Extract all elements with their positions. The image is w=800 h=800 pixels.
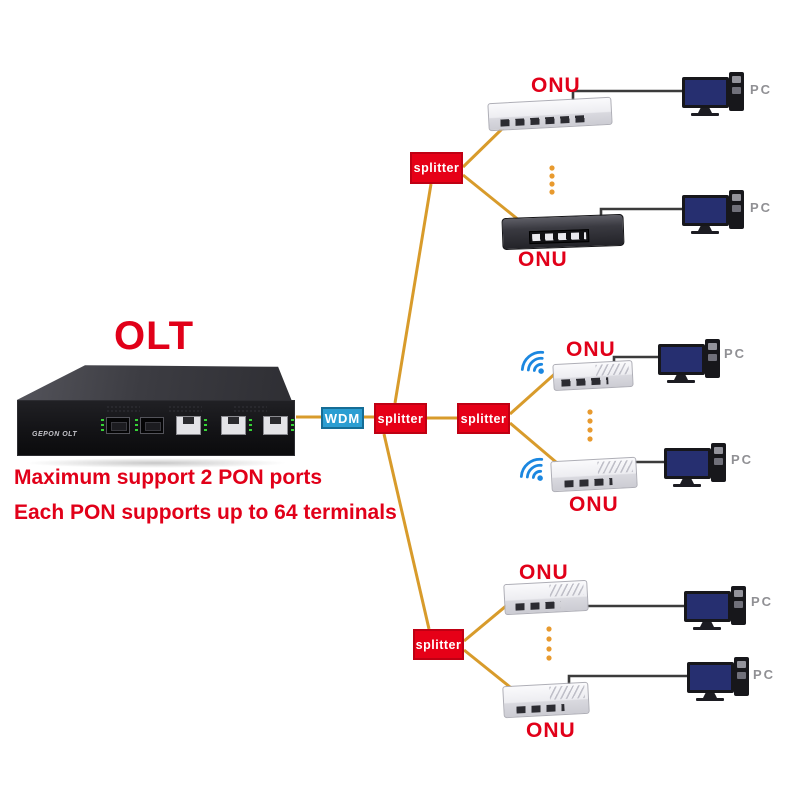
pc-graphic-1: [682, 72, 746, 120]
splitter-main: splitter: [374, 403, 427, 434]
pc-monitor-icon: [658, 344, 705, 375]
onu-device-5: [503, 579, 589, 616]
olt-heading: OLT: [113, 314, 194, 358]
vent-holes: [233, 405, 267, 414]
fiber-mid-onu3: [508, 369, 560, 416]
pc-tower-icon: [711, 443, 726, 482]
pc-label-5: PC: [751, 594, 774, 609]
splitter-bottom-branch: splitter: [413, 629, 464, 660]
onu-device-2: [501, 213, 625, 251]
onu-device-6: [502, 681, 590, 719]
fiber-top-onu2: [462, 173, 521, 223]
pc-stand: [674, 375, 688, 380]
sfp-pon-port-2: [140, 417, 164, 434]
pc-label-1: PC: [750, 82, 773, 97]
wdm-node: WDM: [321, 407, 364, 429]
onu-device-3-wifi: [552, 359, 634, 392]
wifi-icon: [520, 350, 545, 374]
pc-graphic-3: [658, 339, 722, 387]
onu-label-5: ONU: [519, 561, 569, 584]
pc-label-6: PC: [753, 667, 776, 682]
pc-stand: [700, 622, 714, 627]
pc-base: [693, 627, 721, 630]
onu-ports: [516, 704, 566, 714]
onu-label-6: ONU: [526, 719, 576, 742]
onu-ports: [561, 377, 609, 387]
pc-base: [691, 231, 719, 234]
olt-top-face: [16, 365, 293, 402]
vent-holes: [168, 405, 202, 414]
rj45-port-1: [176, 416, 201, 435]
onu-ports: [529, 229, 590, 245]
pc-tower-icon: [731, 586, 746, 625]
splitter-middle-branch: splitter: [457, 403, 510, 434]
pc-base: [673, 484, 701, 487]
olt-device: GEPON OLT: [14, 362, 298, 468]
pc-monitor-icon: [684, 591, 731, 622]
pon-ports-note: Maximum support 2 PON ports: [14, 466, 323, 489]
splitter-top-branch: splitter: [410, 152, 463, 184]
status-leds: [291, 419, 294, 433]
pc-graphic-4: [664, 443, 728, 491]
pc-stand: [680, 479, 694, 484]
pc-label-3: PC: [724, 346, 747, 361]
onu-ports: [515, 601, 561, 611]
pc-label-2: PC: [750, 200, 773, 215]
pc-base: [691, 113, 719, 116]
onu-label-1: ONU: [531, 74, 581, 97]
onu-device-4-wifi: [550, 456, 638, 493]
onu-label-3: ONU: [566, 338, 616, 361]
pc-label-4: PC: [731, 452, 754, 467]
fiber-splitter-top: [393, 183, 433, 404]
terminals-note: Each PON supports up to 64 terminals: [14, 501, 397, 524]
pc-graphic-2: [682, 190, 746, 238]
pc-graphic-5: [684, 586, 748, 634]
pc-monitor-icon: [664, 448, 711, 479]
pc-graphic-6: [687, 657, 751, 705]
rj45-port-2: [221, 416, 246, 435]
pc-tower-icon: [729, 190, 744, 229]
pc-monitor-icon: [687, 662, 734, 693]
sfp-pon-port-1: [106, 417, 130, 434]
pc-monitor-icon: [682, 77, 729, 108]
pc-stand: [698, 108, 712, 113]
fiber-splitter-bottom: [382, 433, 431, 630]
pc-tower-icon: [734, 657, 749, 696]
rj45-port-3: [263, 416, 288, 435]
fiber-bot-onu6: [463, 648, 516, 693]
status-leds: [135, 419, 138, 433]
olt-shadow: [24, 458, 288, 468]
more-onus-dots: [546, 165, 593, 661]
pc-stand: [703, 693, 717, 698]
pc-tower-icon: [729, 72, 744, 111]
onu-label-4: ONU: [569, 493, 619, 516]
vent-holes: [106, 405, 140, 414]
olt-device-name: GEPON OLT: [32, 431, 78, 438]
fiber-top-onu1: [461, 124, 507, 169]
onu-ports: [564, 478, 614, 488]
pc-base: [667, 380, 695, 383]
onu-label-2: ONU: [518, 248, 568, 271]
status-leds: [249, 419, 252, 433]
pc-monitor-icon: [682, 195, 729, 226]
pc-tower-icon: [705, 339, 720, 378]
pc-stand: [698, 226, 712, 231]
status-leds: [204, 419, 207, 433]
olt-front-panel: GEPON OLT: [17, 400, 295, 456]
wifi-icon: [519, 457, 544, 481]
status-leds: [101, 419, 104, 433]
pc-base: [696, 698, 724, 701]
onu-ports: [500, 115, 589, 127]
